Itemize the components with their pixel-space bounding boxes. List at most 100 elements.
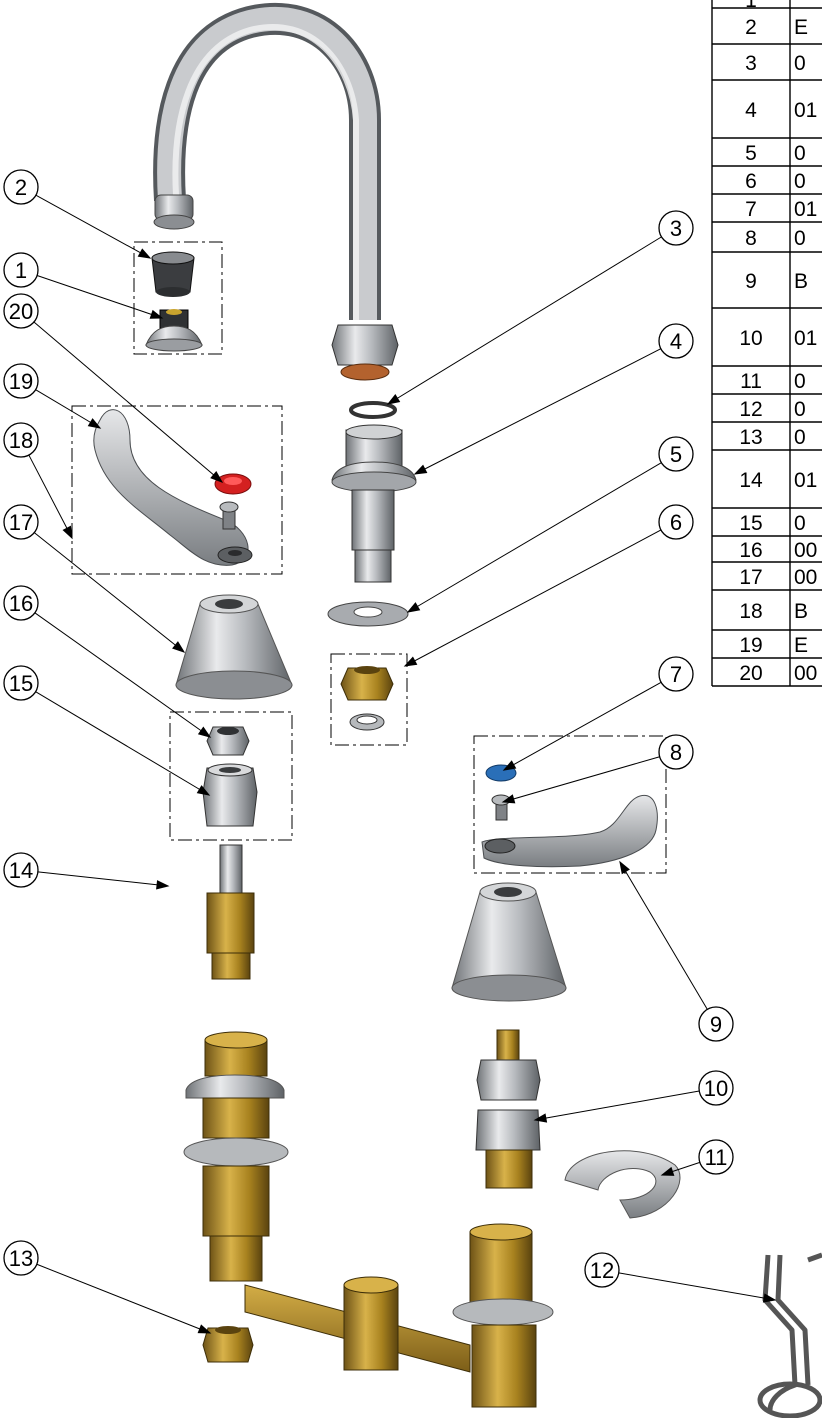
parts-table-part-number: 0 [794, 426, 806, 449]
leader-line [660, 1161, 701, 1176]
leader-line [36, 275, 164, 319]
callout-number: 5 [670, 442, 682, 467]
parts-table-part-number: 01 [794, 469, 817, 492]
parts-table-row: 19 E [712, 634, 822, 659]
parts-table-item-number: 10 [739, 327, 762, 350]
callout-number: 9 [710, 1012, 722, 1037]
left-flange-cone [175, 594, 293, 700]
coupling-nut-13 [202, 1326, 254, 1363]
spout-base [331, 401, 417, 583]
parts-table-part-number: 0 [794, 52, 806, 75]
callout-8: 8 [658, 734, 694, 770]
parts-table-item-number: 7 [745, 198, 757, 221]
parts-table-item-number: 11 [740, 370, 762, 393]
parts-table-part-number: B [794, 270, 808, 293]
parts-table-item-number: 14 [739, 469, 763, 492]
callout-10: 10 [698, 1070, 734, 1106]
callout-number: 17 [9, 510, 33, 535]
callout-3: 3 [658, 210, 694, 246]
leader-line [502, 681, 662, 771]
parts-table-item-number: 12 [739, 398, 762, 421]
callout-number: 7 [670, 662, 682, 687]
parts-table-item-number: 8 [745, 227, 757, 250]
parts-table-item-number: 19 [739, 634, 762, 657]
parts-table-part-number: B [794, 600, 808, 623]
right-cartridge [475, 1029, 541, 1189]
parts-table-part-number: 01 [794, 198, 817, 221]
parts-table-item-number: 9 [745, 270, 757, 293]
leader-line [413, 348, 662, 475]
leader-line [37, 871, 170, 890]
callout-12: 12 [584, 1252, 620, 1288]
parts-table-item-number: 6 [745, 170, 757, 193]
leader-line [533, 1090, 700, 1123]
c-clip [564, 1150, 681, 1219]
parts-table-item-number: 3 [745, 52, 757, 75]
parts-table-item-number: 20 [739, 662, 762, 685]
parts-table-item-number: 1 [745, 0, 757, 12]
callout-number: 12 [590, 1258, 614, 1283]
callout-number: 15 [9, 671, 33, 696]
gooseneck-spout [153, 2, 399, 381]
parts-table-part-number: 01 [794, 327, 817, 350]
callout-1: 1 [3, 252, 39, 288]
parts-table-part-number: 0 [794, 370, 806, 393]
leader-line [501, 756, 660, 804]
callout-number: 14 [9, 858, 33, 883]
callout-number: 6 [670, 510, 682, 535]
leader-line [34, 612, 212, 738]
parts-table-part-number: 0 [794, 512, 806, 535]
left-handle-group [71, 405, 283, 575]
callout-4: 4 [658, 323, 694, 359]
callout-number: 10 [704, 1076, 728, 1101]
parts-table-row: 7 01 [712, 198, 822, 223]
right-handle-group [473, 735, 667, 874]
callout-19: 19 [3, 363, 39, 399]
callout-number: 2 [15, 175, 27, 200]
right-flange-cone [451, 882, 567, 1002]
callout-number: 11 [705, 1145, 728, 1170]
spout-washer-group [327, 601, 409, 746]
parts-table-item-number: 4 [745, 99, 757, 122]
callout-number: 18 [9, 428, 33, 453]
leader-line [36, 1263, 212, 1334]
leader-line [35, 691, 211, 796]
callout-number: 16 [9, 591, 33, 616]
callout-14: 14 [3, 852, 39, 888]
callout-11: 11 [698, 1139, 734, 1175]
leader-line [386, 236, 662, 405]
valve-body [183, 1031, 554, 1408]
left-cartridge [206, 844, 255, 980]
leader-line [35, 389, 102, 429]
callout-number: 13 [9, 1246, 33, 1271]
callout-number: 4 [670, 329, 682, 354]
callout-2: 2 [3, 169, 39, 205]
parts-table-row: 11 0 [712, 370, 822, 395]
callout-number: 1 [15, 258, 27, 283]
parts-table-part-number: E [794, 634, 808, 657]
parts-table-item-number: 16 [739, 539, 762, 562]
callout-16: 16 [3, 585, 39, 621]
callout-6: 6 [658, 504, 694, 540]
leader-lines [28, 194, 777, 1334]
leader-line [28, 454, 73, 540]
leader-line [618, 1272, 777, 1303]
parts-table-item-number: 15 [739, 512, 762, 535]
callout-13: 13 [3, 1240, 39, 1276]
callout-15: 15 [3, 665, 39, 701]
callout-7: 7 [658, 656, 694, 692]
callout-5: 5 [658, 436, 694, 472]
